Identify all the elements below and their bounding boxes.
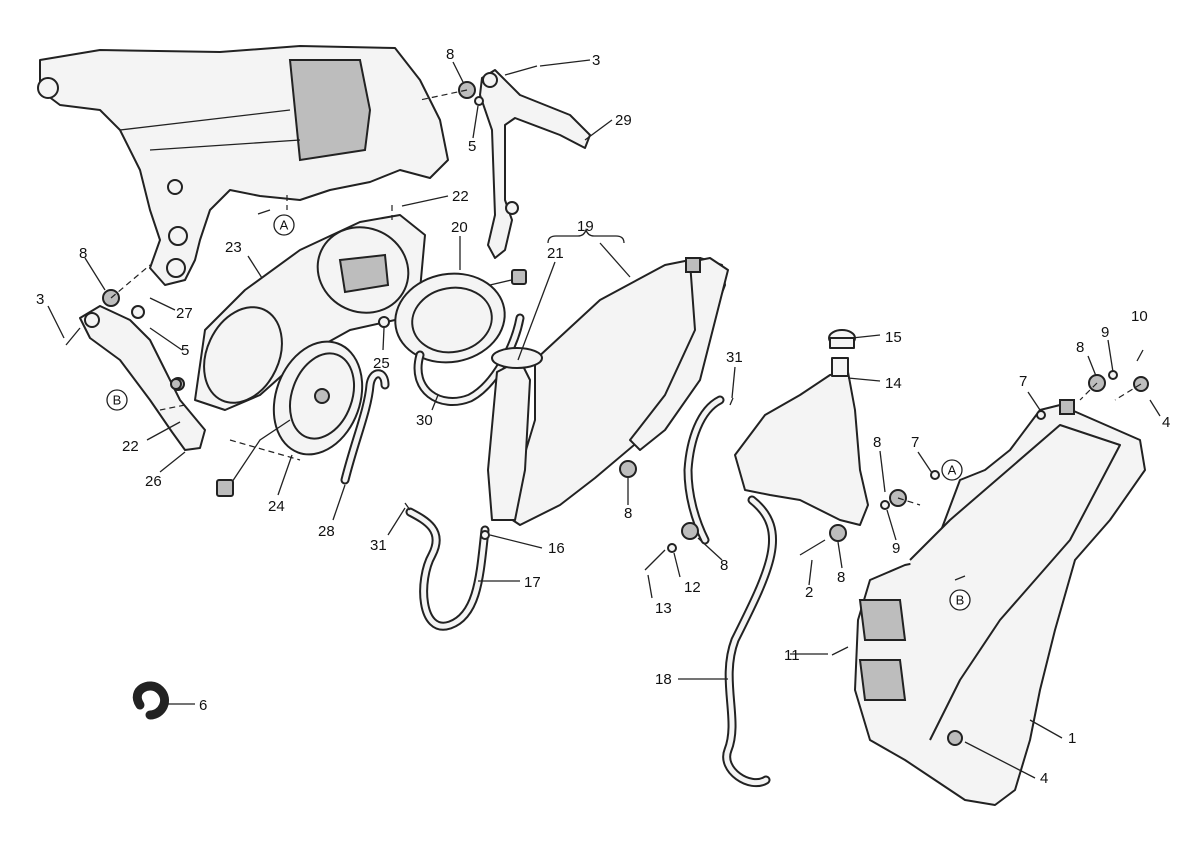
callout-6: 6: [199, 697, 207, 714]
clamp-6: [133, 681, 169, 720]
callout-24: 24: [268, 498, 285, 515]
callout-9-mid: 9: [892, 540, 900, 557]
callout-2: 2: [805, 584, 813, 601]
fan-shroud-23: [194, 214, 426, 411]
callout-21: 21: [547, 245, 564, 262]
callout-8-mid: 8: [837, 569, 845, 586]
callout-8-left: 8: [79, 245, 87, 262]
callout-16: 16: [548, 540, 565, 557]
callout-19: 19: [577, 218, 594, 235]
callout-4-top: 4: [1162, 414, 1170, 431]
callout-10: 10: [1131, 308, 1148, 325]
callout-26: 26: [145, 473, 162, 490]
hose-17: [405, 507, 490, 631]
ref-b-right: B: [956, 593, 965, 608]
callout-5-left: 5: [181, 342, 189, 359]
expansion-tank-14: [734, 329, 869, 526]
rear-frame: [37, 45, 449, 286]
callout-25: 25: [373, 355, 390, 372]
callout-7-mid: 7: [911, 434, 919, 451]
callout-4-bottom: 4: [1040, 770, 1048, 787]
hose-31: [683, 395, 725, 545]
reference-markers: A A B B: [106, 209, 971, 611]
seal-30: [413, 313, 525, 406]
callout-leaders: [47, 59, 1161, 779]
front-frame-1: [854, 399, 1146, 806]
callout-30: 30: [416, 412, 433, 429]
callout-23: 23: [225, 239, 242, 256]
callout-14: 14: [885, 375, 902, 392]
ref-b-left: B: [113, 393, 122, 408]
radiator-19: [487, 257, 729, 526]
callout-15: 15: [885, 329, 902, 346]
callout-5-top: 5: [468, 138, 476, 155]
callout-18: 18: [655, 671, 672, 688]
callout-9-right: 9: [1101, 324, 1109, 341]
callout-28: 28: [318, 523, 335, 540]
radiator-bracket-26: [79, 305, 206, 451]
callout-3-top: 3: [592, 52, 600, 69]
callout-8-top: 8: [446, 46, 454, 63]
callout-11: 11: [784, 647, 800, 664]
callout-3-left: 3: [36, 291, 44, 308]
callout-8-lower: 8: [720, 557, 728, 574]
callout-22-top: 22: [452, 188, 469, 205]
fan-20: [394, 269, 527, 364]
callout-22-left: 22: [122, 438, 139, 455]
callout-29: 29: [615, 112, 632, 129]
ref-a-left: A: [280, 218, 289, 233]
callout-31-right: 31: [726, 349, 743, 366]
seal-28: [340, 369, 390, 485]
callout-8-right: 8: [1076, 339, 1084, 356]
fan-24: [216, 340, 364, 497]
hose-18: [722, 495, 777, 788]
callout-31-left: 31: [370, 537, 387, 554]
callout-labels: 1 4 4 10 9 8 7 15 14 8 7 9 8 2 11 18 13 …: [36, 46, 1170, 787]
callout-1: 1: [1068, 730, 1076, 747]
callout-17: 17: [524, 574, 541, 591]
ref-a-right: A: [948, 463, 957, 478]
callout-12: 12: [684, 579, 701, 596]
callout-20: 20: [451, 219, 468, 236]
callout-27: 27: [176, 305, 193, 322]
radiator-bracket-29: [479, 69, 591, 259]
callout-7-right: 7: [1019, 373, 1027, 390]
callout-8-radiator: 8: [624, 505, 632, 522]
callout-13: 13: [655, 600, 672, 617]
assembly-lines: [110, 89, 1142, 506]
callout-8-tank: 8: [873, 434, 881, 451]
